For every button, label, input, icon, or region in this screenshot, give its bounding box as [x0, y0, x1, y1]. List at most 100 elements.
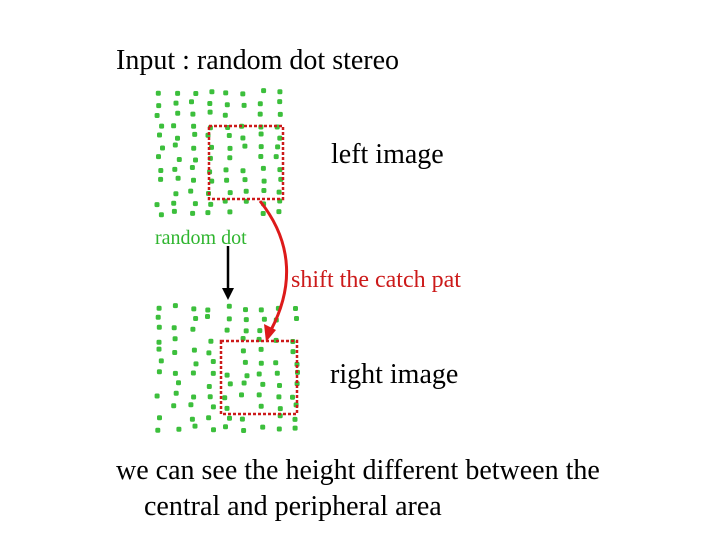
- left-random-dot: [222, 112, 228, 118]
- right-random-dot: [258, 307, 264, 313]
- right-random-dot: [258, 403, 264, 409]
- right-random-dot: [156, 339, 162, 345]
- right-random-dot: [276, 394, 282, 400]
- down-arrow: [222, 246, 234, 300]
- right-random-dot: [261, 316, 267, 322]
- left-random-dot: [175, 90, 181, 96]
- left-random-dot: [190, 210, 196, 216]
- left-random-dot: [277, 135, 283, 141]
- right-random-dot: [206, 415, 212, 421]
- slide-title: Input : random dot stereo: [116, 45, 400, 76]
- right-random-dot: [208, 338, 214, 344]
- right-random-dot: [156, 305, 162, 311]
- right-random-dot: [192, 423, 198, 429]
- right-image-label: right image: [330, 359, 459, 390]
- left-random-dot: [261, 178, 267, 184]
- right-random-dot: [243, 317, 249, 323]
- right-random-dot: [227, 415, 232, 421]
- right-random-dot: [274, 370, 280, 376]
- right-random-dot: [191, 306, 197, 312]
- left-random-dot: [176, 157, 182, 162]
- left-random-dot: [159, 123, 165, 129]
- left-random-dot: [260, 165, 266, 171]
- right-random-dot: [193, 316, 199, 321]
- left-random-dot: [158, 176, 164, 182]
- left-random-dot: [171, 123, 177, 129]
- right-random-dot: [156, 346, 162, 352]
- right-random-dot: [273, 360, 279, 366]
- right-random-dot: [190, 370, 196, 376]
- right-random-dot: [172, 303, 178, 309]
- conclusion-text: we can see the height different between …: [116, 453, 696, 525]
- right-random-dot: [158, 358, 164, 364]
- right-random-dot: [205, 307, 211, 313]
- left-random-dot: [207, 109, 213, 115]
- right-random-dot: [243, 307, 248, 313]
- left-random-dot: [171, 200, 177, 206]
- right-random-dot: [241, 380, 247, 386]
- right-random-dot: [227, 381, 233, 387]
- right-random-dot: [290, 349, 296, 355]
- left-random-dot: [227, 155, 233, 161]
- left-random-dot: [192, 131, 198, 137]
- right-random-dot: [176, 426, 182, 432]
- right-catch-box: [219, 339, 299, 416]
- left-random-dot: [240, 91, 246, 97]
- right-random-dot: [256, 371, 262, 377]
- right-random-dot: [207, 394, 213, 400]
- right-random-dot: [172, 350, 178, 355]
- right-random-dot: [243, 328, 249, 334]
- right-random-dot: [154, 393, 160, 399]
- left-random-dot: [277, 89, 283, 95]
- right-random-dot: [242, 359, 248, 365]
- left-random-dot: [172, 142, 178, 148]
- left-random-dot: [158, 212, 164, 218]
- left-random-dot: [188, 188, 194, 194]
- random-dot-label: random dot: [155, 227, 247, 249]
- conclusion-line-2: central and peripheral area: [144, 491, 442, 522]
- right-random-dot: [224, 327, 230, 333]
- right-random-dot: [155, 314, 161, 320]
- right-random-dot: [155, 427, 161, 433]
- right-random-dot: [171, 403, 177, 409]
- left-random-dot: [160, 145, 165, 151]
- right-random-dot: [292, 425, 298, 431]
- right-random-dot: [276, 426, 282, 432]
- left-random-dot: [175, 175, 181, 181]
- left-random-dot: [190, 111, 196, 117]
- left-random-dot: [172, 166, 178, 172]
- left-random-dot: [193, 157, 198, 163]
- right-random-dot: [156, 324, 162, 330]
- left-random-dot: [223, 90, 229, 96]
- left-random-dot: [154, 113, 160, 118]
- right-random-dot: [260, 424, 266, 430]
- left-random-dot: [175, 110, 181, 116]
- right-random-dot: [258, 346, 264, 352]
- left-random-dot: [273, 154, 279, 160]
- right-random-dot: [224, 372, 230, 378]
- left-random-dot: [189, 99, 194, 105]
- left-random-dot: [275, 144, 281, 150]
- left-random-dot: [209, 89, 215, 95]
- right-random-dot: [191, 394, 197, 400]
- right-random-dot: [190, 326, 196, 332]
- left-random-dot: [189, 165, 195, 170]
- right-random-dot: [222, 395, 228, 401]
- left-random-dot: [209, 178, 215, 184]
- right-random-dot: [293, 306, 298, 311]
- left-random-dot: [192, 201, 198, 207]
- right-random-dot: [224, 405, 230, 411]
- left-random-dot: [242, 177, 248, 183]
- left-random-dot: [277, 167, 283, 173]
- right-random-dot: [191, 347, 197, 353]
- left-random-dot: [191, 177, 196, 183]
- right-random-dot: [294, 316, 299, 321]
- right-random-dot: [189, 416, 195, 422]
- left-random-dot: [258, 154, 264, 159]
- conclusion-line-1: we can see the height different between …: [116, 455, 600, 486]
- left-random-dot: [276, 209, 282, 215]
- left-random-dot: [191, 145, 197, 151]
- left-image-label: left image: [331, 139, 444, 170]
- right-random-dot: [226, 316, 232, 322]
